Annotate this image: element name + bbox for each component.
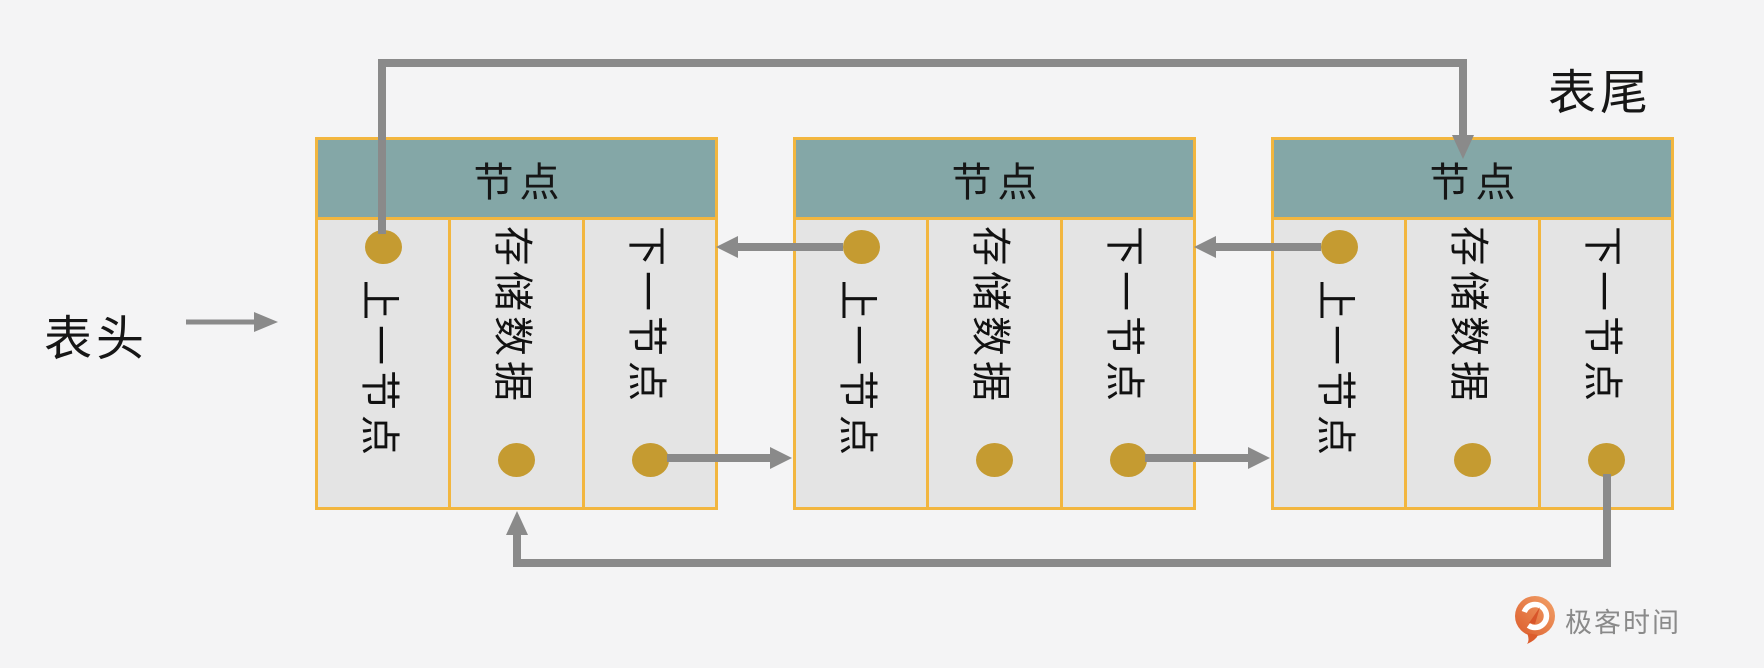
node-3: 节点 上一节点 存储数据 下一节点	[1271, 137, 1674, 510]
node-2-body: 上一节点 存储数据 下一节点	[793, 217, 1196, 510]
node-2-header: 节点	[793, 137, 1196, 217]
node-3-cell-prev-label: 上一节点	[1313, 280, 1358, 460]
node-2-cell-next-label: 下一节点	[1101, 226, 1146, 406]
node-3-cell-next-label: 下一节点	[1579, 226, 1624, 406]
list-head-label: 表头	[44, 313, 149, 366]
node-2-cell-data: 存储数据	[929, 220, 1060, 507]
node-2: 节点 上一节点 存储数据 下一节点	[793, 137, 1196, 510]
node-1-body: 上一节点 存储数据 下一节点	[315, 217, 718, 510]
node-3-cell-data: 存储数据	[1407, 220, 1538, 507]
pointer-dot	[976, 443, 1014, 477]
node-1: 节点 上一节点 存储数据 下一节点	[315, 137, 718, 510]
node-3-body: 上一节点 存储数据 下一节点	[1271, 217, 1674, 510]
node-2-cell-data-label: 存储数据	[968, 226, 1013, 406]
node-1-cell-prev-label: 上一节点	[357, 280, 402, 460]
pointer-dot	[1454, 443, 1492, 477]
list-tail-label: 表尾	[1548, 67, 1653, 120]
node-1-title: 节点	[473, 160, 566, 205]
pointer-dot	[631, 443, 669, 477]
node-3-cell-next: 下一节点	[1540, 220, 1671, 507]
node-1-cell-data: 存储数据	[451, 220, 582, 507]
geektime-logo-icon	[1515, 596, 1555, 644]
node-3-cell-prev: 上一节点	[1274, 220, 1405, 507]
node-3-cell-data-label: 存储数据	[1446, 226, 1491, 406]
node-3-header: 节点	[1271, 137, 1674, 217]
pointer-dot	[1321, 230, 1359, 264]
node-3-title: 节点	[1429, 160, 1522, 205]
head-pointer-arrow	[186, 312, 278, 332]
node-1-header: 节点	[315, 137, 718, 217]
node-1-cell-next: 下一节点	[584, 220, 715, 507]
geektime-logo: 极客时间	[1514, 595, 1681, 645]
node-2-cell-prev-label: 上一节点	[835, 280, 880, 460]
node-2-title: 节点	[951, 160, 1044, 205]
pointer-dot	[498, 443, 536, 477]
node-2-cell-next: 下一节点	[1062, 220, 1193, 507]
node-2-cell-prev: 上一节点	[796, 220, 927, 507]
node-1-cell-data-label: 存储数据	[490, 226, 535, 406]
pointer-dot	[365, 230, 403, 264]
node-1-cell-next-label: 下一节点	[623, 226, 668, 406]
pointer-dot	[1109, 443, 1147, 477]
pointer-dot	[843, 230, 881, 264]
geektime-logo-text: 极客时间	[1565, 607, 1681, 638]
node-1-cell-prev: 上一节点	[318, 220, 449, 507]
pointer-dot	[1587, 443, 1625, 477]
